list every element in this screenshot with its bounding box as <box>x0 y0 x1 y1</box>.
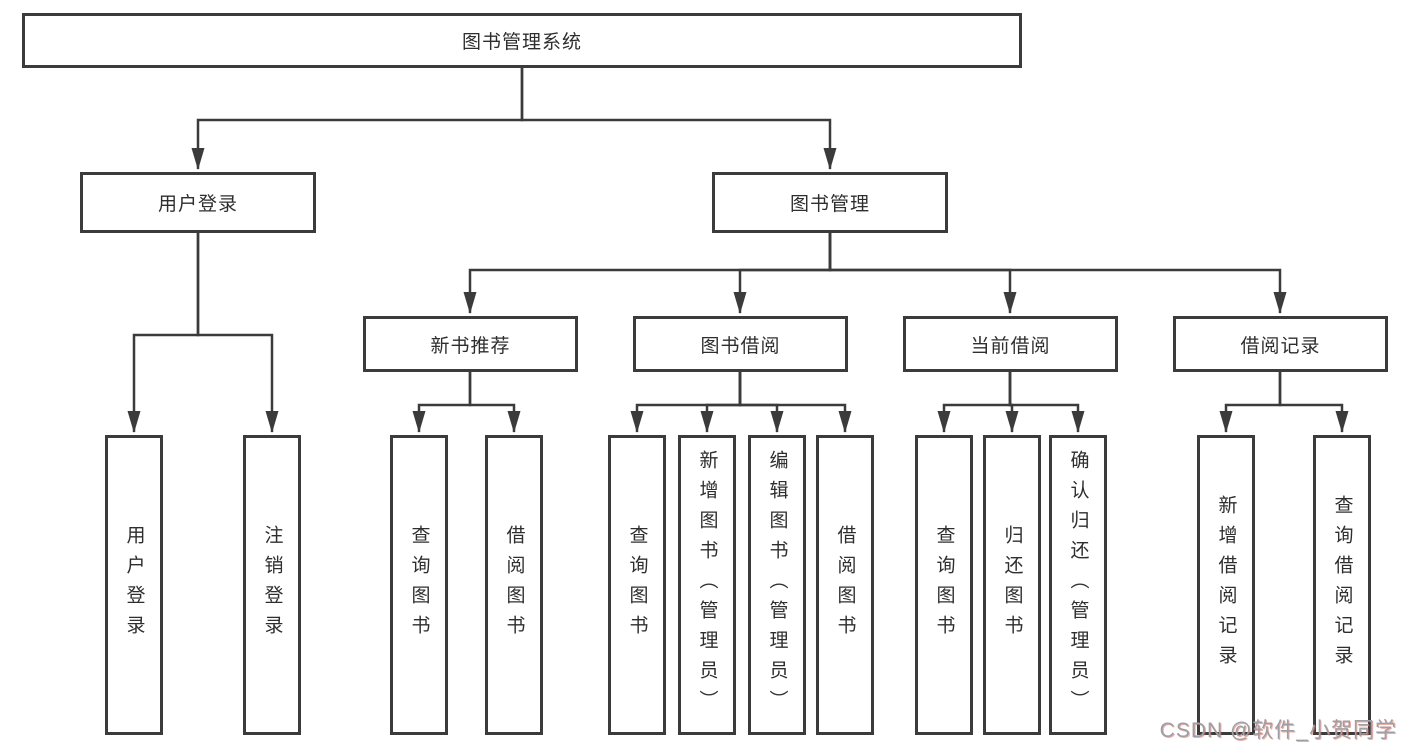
leaf-borrow-books-recommend: 借阅图书 <box>485 435 543 735</box>
leaf-return-books: 归还图书 <box>983 435 1041 735</box>
leaf-label: 注销登录 <box>261 525 283 645</box>
leaf-add-borrow-record: 新增借阅记录 <box>1197 435 1255 735</box>
connector <box>738 372 784 433</box>
leaf-query-borrow-record: 查询借阅记录 <box>1313 435 1371 735</box>
leaf-logout: 注销登录 <box>243 435 301 735</box>
connector <box>937 372 1012 433</box>
node-label: 图书管理系统 <box>461 32 582 53</box>
leaf-label: 编辑图书（管理员） <box>766 450 788 720</box>
node-borrowing-records: 借阅记录 <box>1173 316 1388 372</box>
node-root-system: 图书管理系统 <box>22 13 1022 68</box>
connector <box>1278 372 1349 433</box>
leaf-label: 确认归还（管理员） <box>1067 450 1089 720</box>
leaf-add-books-admin: 新增图书（管理员） <box>678 435 736 735</box>
leaf-label: 新增图书（管理员） <box>696 450 718 720</box>
node-label: 借阅记录 <box>1240 335 1321 357</box>
connector <box>630 372 742 433</box>
connector <box>520 68 837 170</box>
node-label: 新书推荐 <box>430 335 511 357</box>
connector <box>738 372 852 433</box>
node-book-borrowing: 图书借阅 <box>633 316 848 372</box>
node-label: 图书借阅 <box>700 335 781 357</box>
leaf-confirm-return-admin: 确认归还（管理员） <box>1049 435 1107 735</box>
connector <box>468 372 521 433</box>
leaf-label: 借阅图书 <box>503 525 525 645</box>
node-book-management: 图书管理 <box>712 172 948 233</box>
connector <box>828 233 1017 314</box>
leaf-label: 归还图书 <box>1001 525 1023 645</box>
leaf-label: 借阅图书 <box>834 525 856 645</box>
node-user-login: 用户登录 <box>80 172 316 233</box>
node-label: 当前借阅 <box>970 335 1051 357</box>
leaf-label: 新增借阅记录 <box>1215 495 1237 675</box>
leaf-borrow-books: 借阅图书 <box>816 435 874 735</box>
node-current-borrowing: 当前借阅 <box>903 316 1118 372</box>
node-new-book-recommendation: 新书推荐 <box>363 316 578 372</box>
connector <box>1008 372 1085 433</box>
csdn-watermark: CSDN @软件_小贺同学 <box>1159 719 1397 742</box>
connector <box>463 233 832 314</box>
connector <box>1005 372 1019 433</box>
leaf-query-books-recommend: 查询图书 <box>390 435 448 735</box>
leaf-edit-books-admin: 编辑图书（管理员） <box>748 435 806 735</box>
connector <box>700 372 742 433</box>
connector <box>196 233 279 433</box>
leaf-query-books-current: 查询图书 <box>915 435 973 735</box>
leaf-label: 查询借阅记录 <box>1331 495 1353 675</box>
connector <box>191 68 524 170</box>
connector <box>127 233 200 433</box>
leaf-label: 查询图书 <box>408 525 430 645</box>
leaf-query-books-borrowing: 查询图书 <box>608 435 666 735</box>
connector <box>1219 372 1282 433</box>
connector <box>412 372 472 433</box>
leaf-label: 查询图书 <box>626 525 648 645</box>
leaf-user-login: 用户登录 <box>105 435 163 735</box>
node-label: 图书管理 <box>789 194 870 215</box>
connector <box>828 233 1287 314</box>
node-label: 用户登录 <box>157 194 238 215</box>
connector <box>733 233 832 314</box>
leaf-label: 用户登录 <box>123 525 145 645</box>
leaf-label: 查询图书 <box>933 525 955 645</box>
